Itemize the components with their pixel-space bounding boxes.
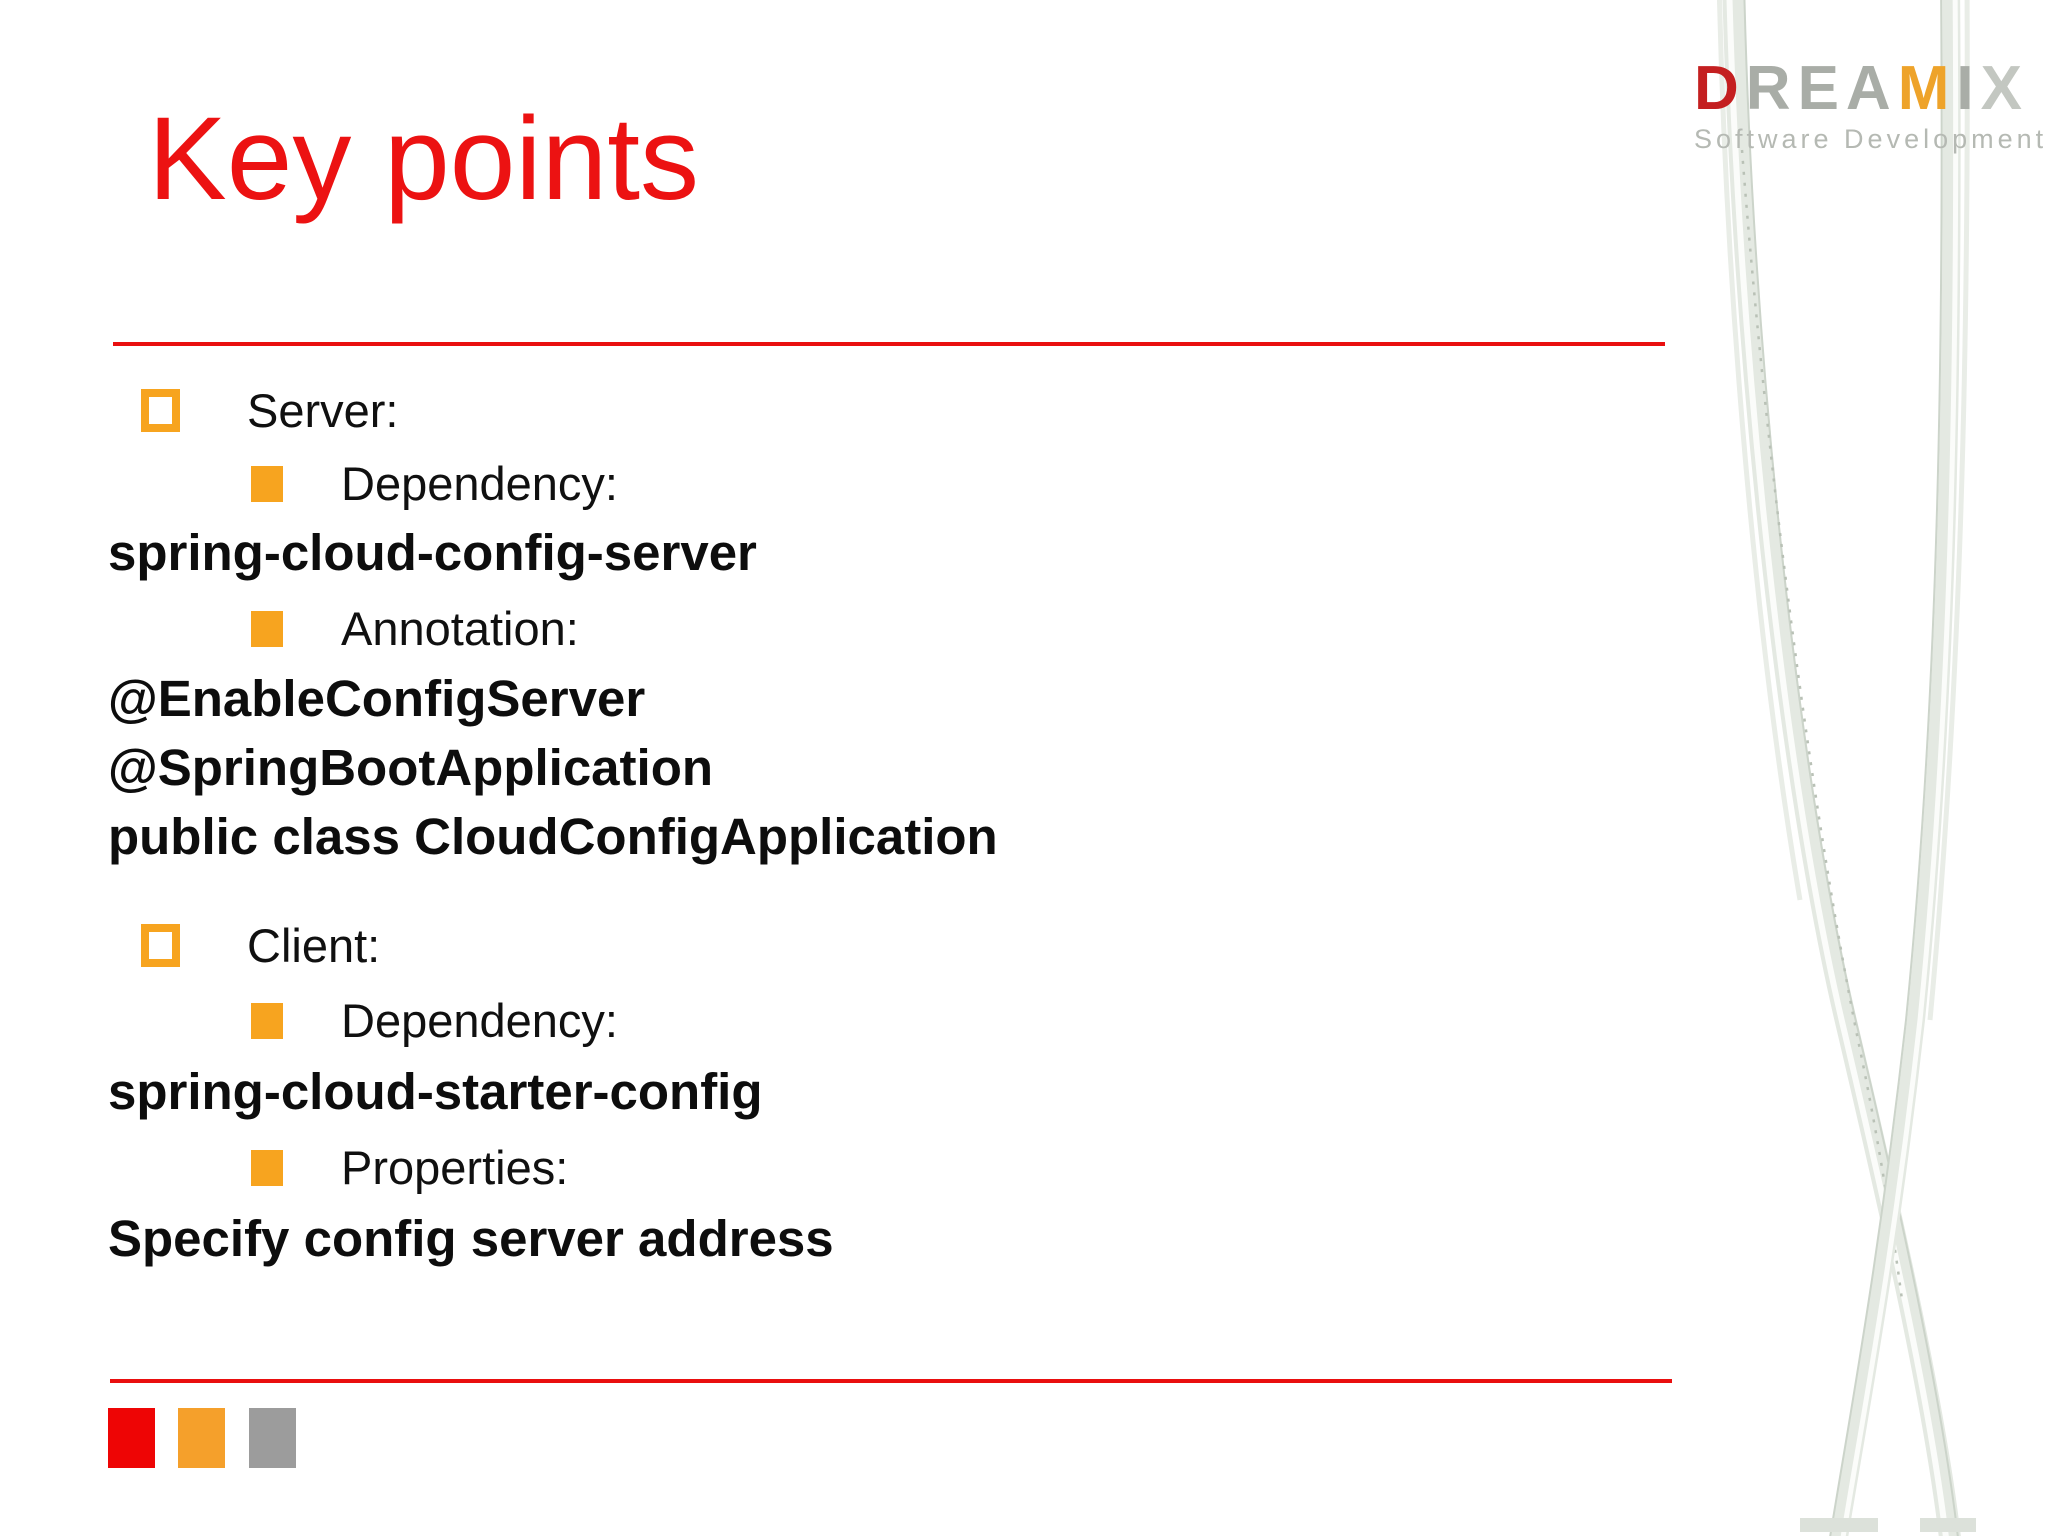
code-text: @SpringBootApplication [108, 739, 714, 796]
dreamix-logo: DREAMIX Software Development [1694, 58, 2047, 153]
bullet-label: Annotation: [341, 602, 579, 655]
footer-square-red [108, 1408, 155, 1468]
bullet-label: Client: [247, 919, 381, 972]
bullet-label: Server: [247, 384, 399, 437]
logo-letter: R [1745, 54, 1798, 123]
hollow-square-bullet-icon [141, 389, 180, 432]
footer-square-gray [249, 1408, 296, 1468]
filled-square-bullet-icon [251, 466, 283, 502]
logo-subtitle: Software Development [1694, 124, 2048, 154]
code-text: public class CloudConfigApplication [108, 808, 998, 865]
bullet-item-server: Server: [0, 383, 1700, 455]
footer-square-orange [178, 1408, 225, 1468]
logo-wordmark: DREAMIX [1694, 54, 2029, 123]
bullet-label: Properties: [341, 1141, 569, 1194]
sub-bullet-properties: Properties: [0, 1140, 1700, 1212]
filled-square-bullet-icon [251, 611, 283, 647]
logo-letter: X [1980, 54, 2029, 123]
sub-bullet-dependency: Dependency: [0, 456, 1700, 528]
code-text: spring-cloud-config-server [108, 524, 757, 581]
code-line-spring-boot-application: @SpringBootApplication [0, 737, 1700, 809]
code-line-starter-config-dependency: spring-cloud-starter-config [0, 1061, 1700, 1133]
sub-bullet-annotation: Annotation: [0, 601, 1700, 673]
code-line-config-server-dependency: spring-cloud-config-server [0, 522, 1700, 594]
code-text: @EnableConfigServer [108, 670, 646, 727]
filled-square-bullet-icon [251, 1150, 283, 1186]
page-title: Key points [148, 93, 699, 225]
bullet-item-client: Client: [0, 918, 1700, 990]
hollow-square-bullet-icon [141, 924, 180, 967]
code-text: spring-cloud-starter-config [108, 1063, 763, 1120]
code-line-specify-config-server: Specify config server address [0, 1208, 1700, 1280]
title-underline [113, 342, 1665, 346]
code-line-public-class: public class CloudConfigApplication [0, 806, 1700, 878]
filled-square-bullet-icon [251, 1003, 283, 1039]
logo-letter: D [1694, 54, 1746, 123]
bullet-label: Dependency: [341, 994, 618, 1047]
footer-rule [110, 1379, 1672, 1383]
logo-letter: I [1956, 54, 1981, 123]
logo-letter: E [1797, 54, 1846, 123]
bullet-label: Dependency: [341, 457, 618, 510]
logo-letter: A [1845, 54, 1898, 123]
sub-bullet-dependency-client: Dependency: [0, 993, 1700, 1065]
code-text: Specify config server address [108, 1210, 834, 1267]
code-line-enable-config-server: @EnableConfigServer [0, 668, 1700, 740]
logo-letter: M [1897, 54, 1957, 123]
